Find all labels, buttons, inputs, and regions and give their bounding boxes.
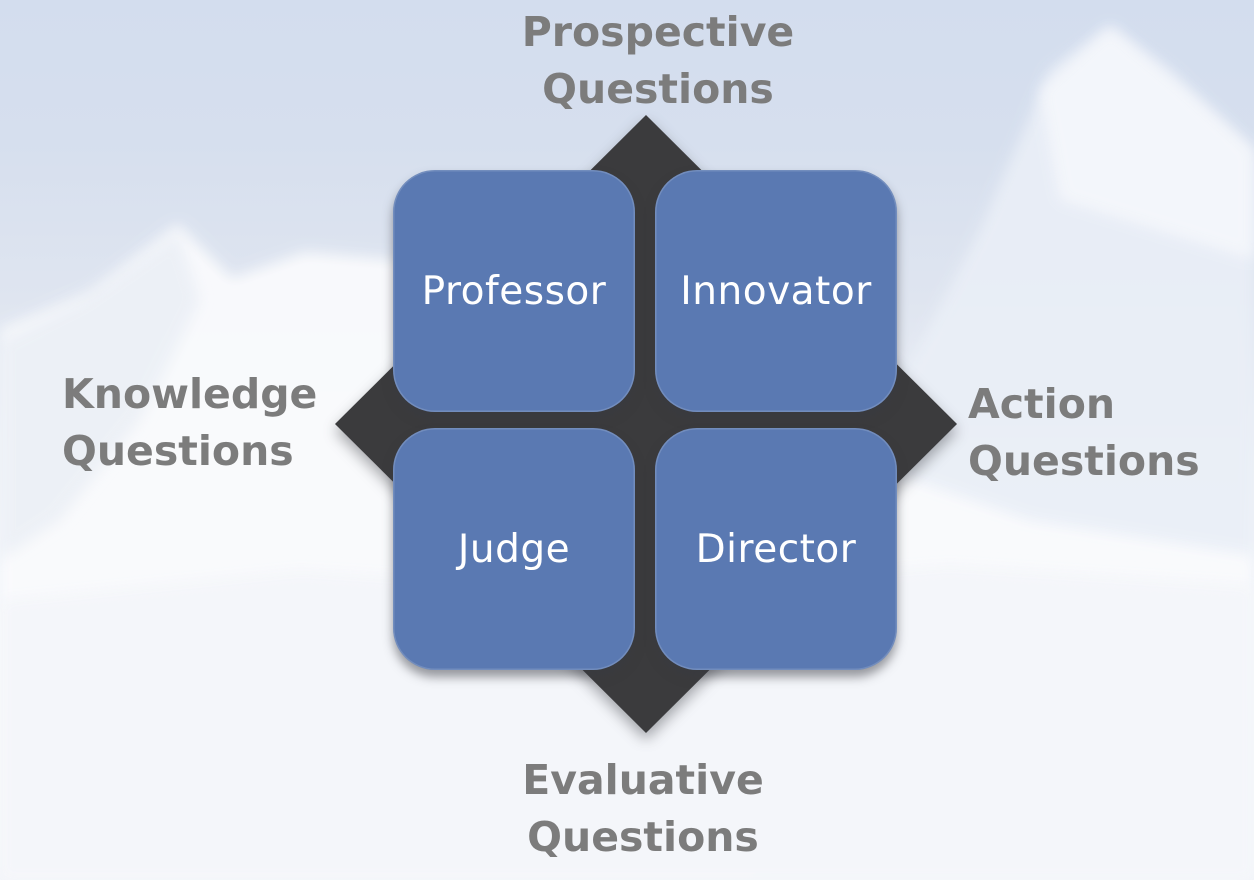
axis-label-action-questions: Action Questions: [968, 376, 1200, 490]
axis-label-knowledge-questions: Knowledge Questions: [62, 366, 317, 480]
axis-label-line: Action: [968, 380, 1116, 428]
axis-label-line: Questions: [62, 427, 294, 475]
axis-label-line: Questions: [527, 813, 759, 861]
axis-label-line: Prospective: [521, 8, 795, 56]
quadrant-box-judge: Judge: [393, 428, 635, 670]
axis-label-prospective-questions: Prospective Questions: [522, 4, 795, 118]
axis-label-line: Knowledge: [62, 370, 318, 418]
axis-label-evaluative-questions: Evaluative Questions: [522, 752, 764, 866]
quadrant-box-professor: Professor: [393, 170, 635, 412]
quadrant-label: Innovator: [680, 268, 872, 314]
quadrant-label: Professor: [421, 268, 607, 314]
quadrant-label: Judge: [457, 526, 571, 572]
axis-label-line: Evaluative: [522, 756, 764, 804]
quadrant-box-director: Director: [655, 428, 897, 670]
quadrant-box-innovator: Innovator: [655, 170, 897, 412]
axis-label-line: Questions: [542, 65, 774, 113]
quadrant-label: Director: [695, 526, 857, 572]
axis-label-line: Questions: [968, 437, 1200, 485]
